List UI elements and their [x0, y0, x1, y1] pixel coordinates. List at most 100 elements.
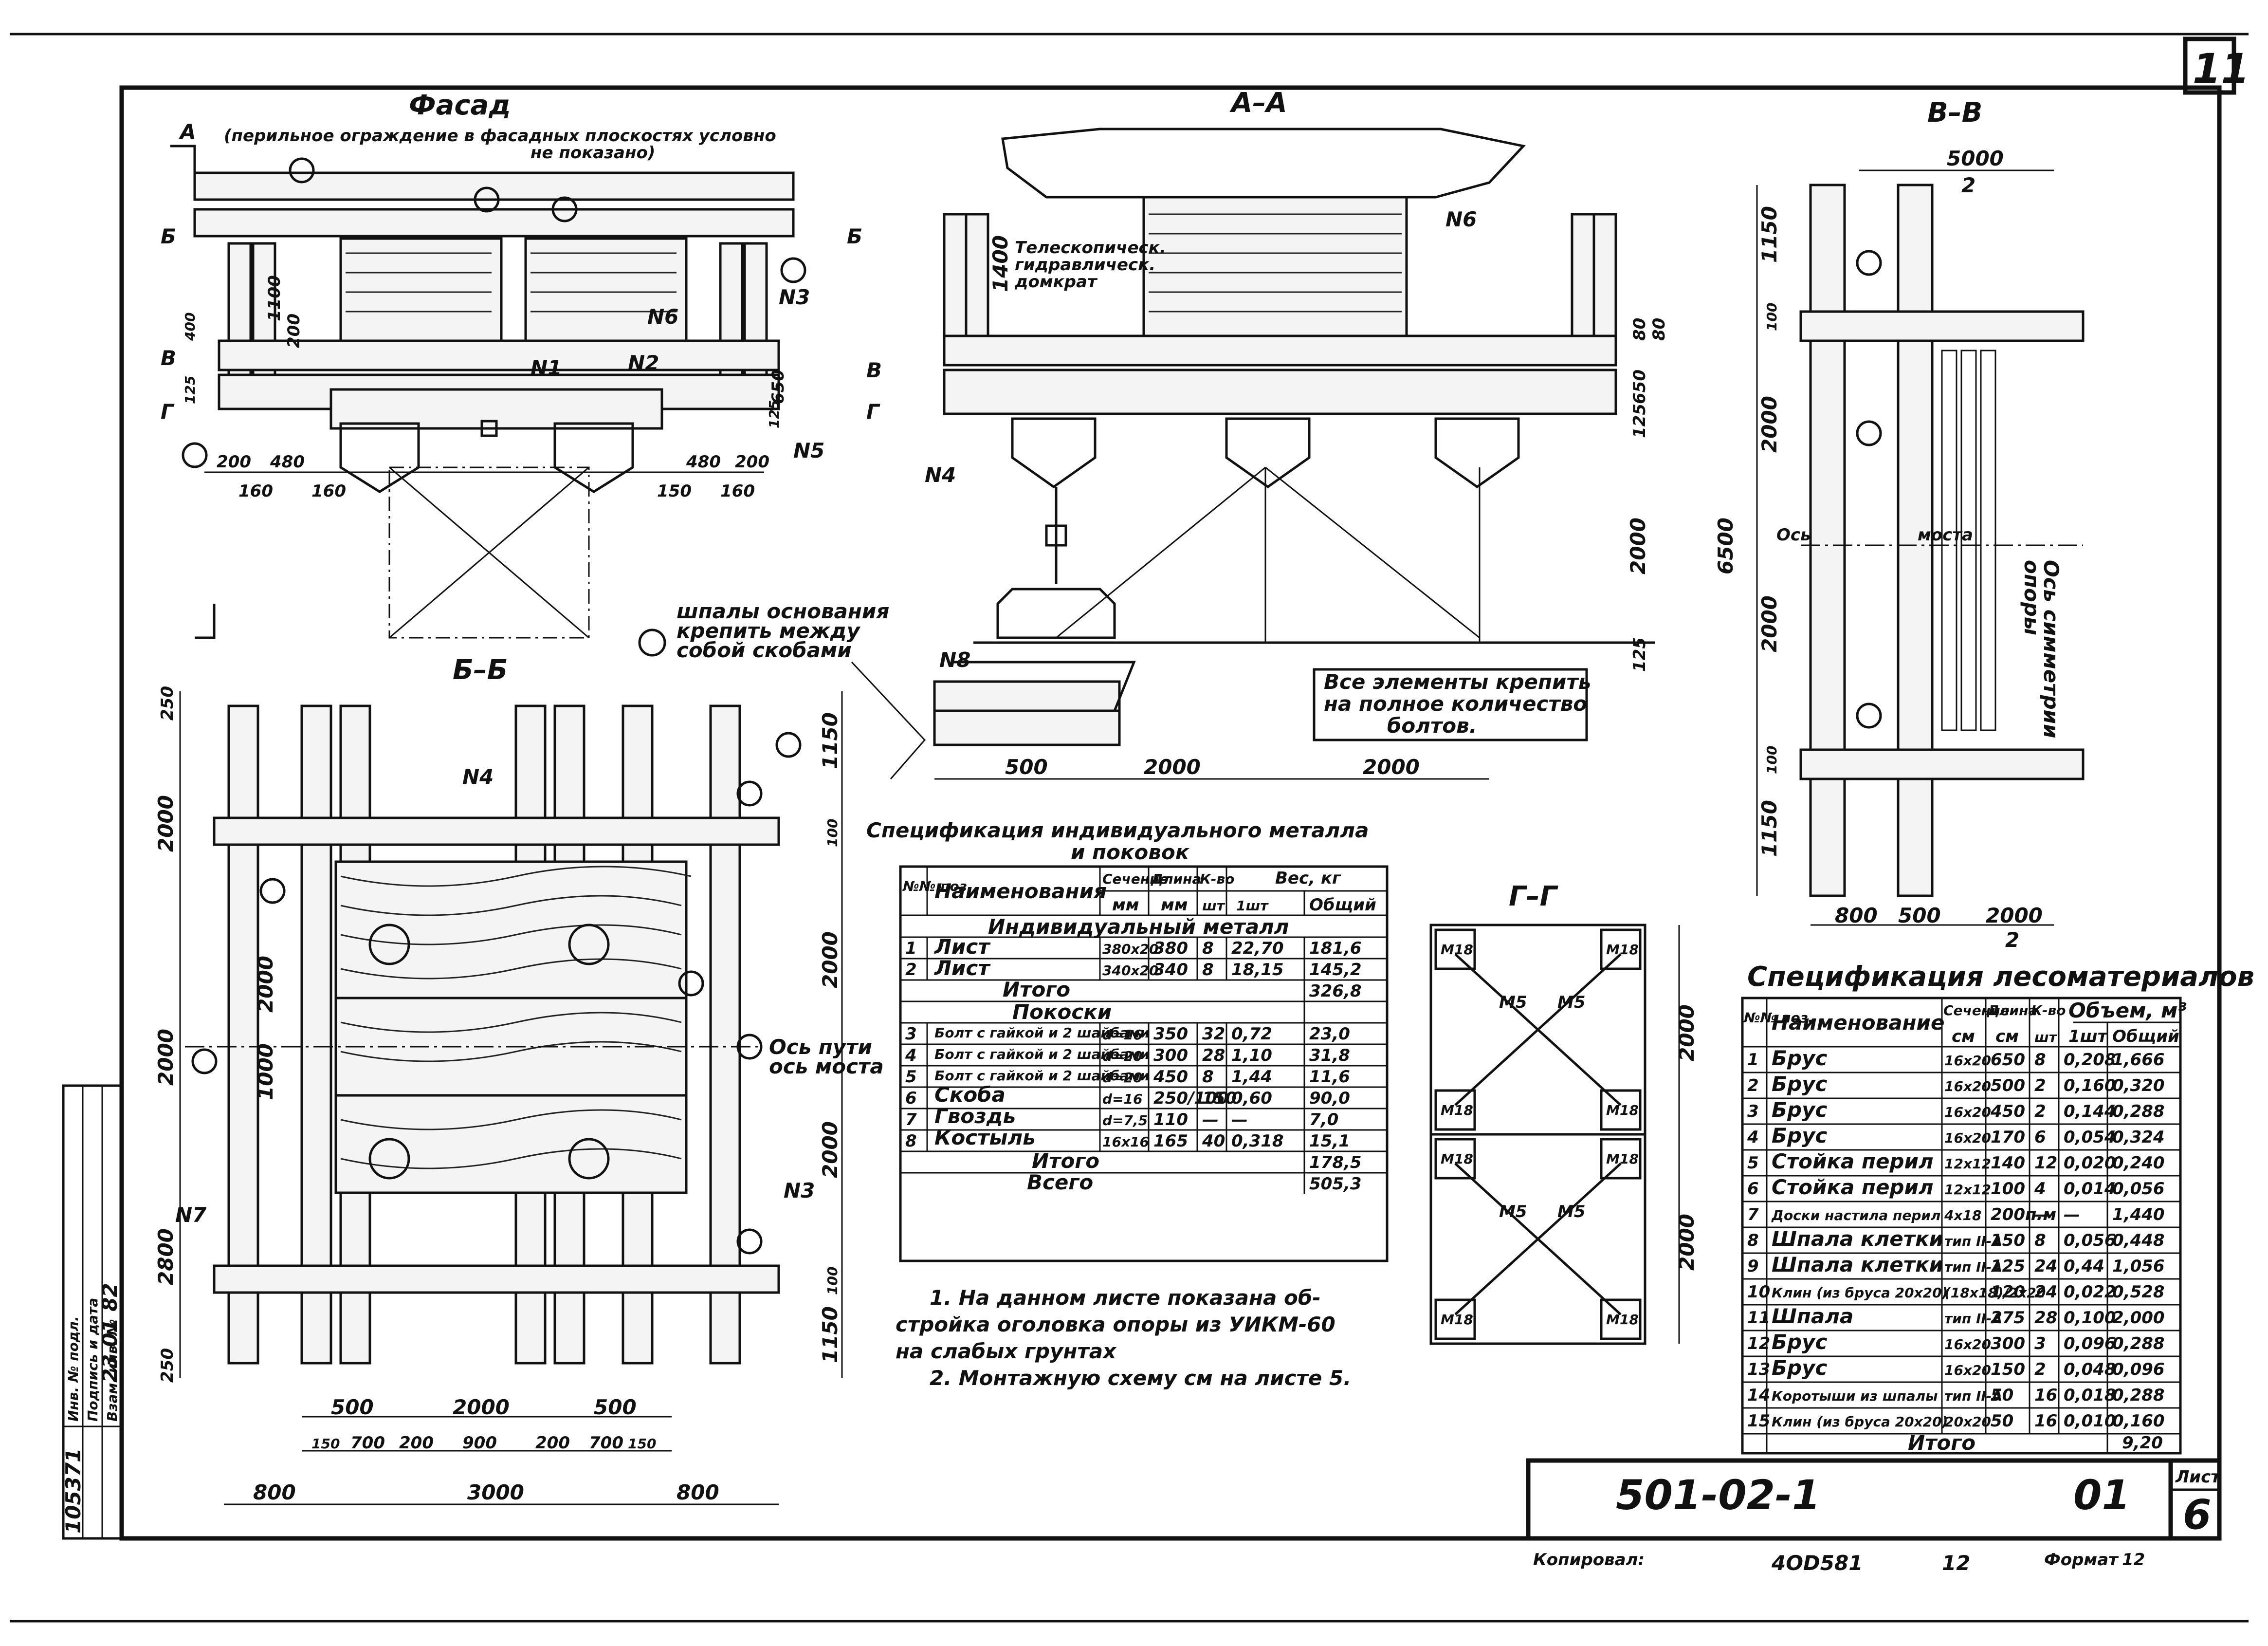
timber-row-section: 4х18	[1944, 1207, 1982, 1223]
cut-mark-g-right: Г	[866, 400, 880, 424]
aa-jack-label-3: домкрат	[1014, 272, 1098, 292]
gg-bolt-8: М18	[1606, 1312, 1639, 1328]
timber-row-length: 300	[1991, 1334, 2025, 1353]
side-stamp-inventory: 105371	[61, 1448, 85, 1534]
metal-row-section: d=20	[1102, 1070, 1142, 1086]
metal-h-weight-one: 1шт	[1236, 898, 1269, 914]
vv-axis-1: Ось симметрии	[2039, 560, 2063, 739]
vv-axis-word2: моста	[1918, 525, 1973, 545]
bb-dim-h-3: 500	[594, 1395, 637, 1419]
metal-total-label: Всего	[1027, 1170, 1093, 1194]
timber-row-qty: 16	[2034, 1386, 2057, 1405]
metal-row-pos: 1	[905, 939, 917, 958]
metal-row-qty: —	[1202, 1110, 1219, 1129]
timber-row-section: 12х12	[1944, 1182, 1991, 1198]
bb-dim-h-2: 2000	[453, 1395, 510, 1419]
timber-row-name: Стойка перил	[1772, 1175, 1934, 1199]
facade-node-n1: N1	[530, 356, 562, 380]
section-gg-view: Г–Г М18 М18 М18 М18 М18 М18 М18 М18 М5 М…	[1429, 881, 1699, 1345]
sheet-corner-number: 11	[2193, 45, 2250, 92]
aa-dim-2000-a: 2000	[1144, 755, 1201, 779]
metal-row-qty: 8	[1202, 1067, 1214, 1087]
timber-row-pos: 7	[1747, 1205, 1759, 1224]
metal-row-w1: 0,72	[1231, 1024, 1272, 1044]
timber-total-value: 9,20	[2122, 1433, 2163, 1453]
bb-dim-v-2: 2000	[154, 795, 178, 852]
timber-row-section: 16х20	[1944, 1053, 1991, 1069]
timber-h-qty-unit: шт	[2034, 1029, 2058, 1045]
format-label: Формат	[2044, 1550, 2119, 1570]
cut-mark-a: А	[179, 120, 196, 144]
vv-top-dim-den: 2	[1961, 173, 1975, 197]
timber-row-section: 16х20	[1944, 1078, 1991, 1094]
sheet-number: 6	[2183, 1491, 2211, 1538]
timber-row-vt: 0,288	[2112, 1386, 2165, 1405]
cut-mark-v-right: В	[866, 358, 882, 382]
timber-row-v1: 0,100	[2064, 1308, 2116, 1328]
timber-row-v1: 0,054	[2064, 1128, 2116, 1147]
aa-dim-80-a: 80	[1630, 318, 1649, 341]
vv-dim-v-7: 100	[1764, 746, 1780, 774]
metal-h-length-unit: мм	[1161, 895, 1188, 915]
timber-row-v1: 0,056	[2064, 1231, 2116, 1250]
timber-row-name: Доски настила перил	[1771, 1207, 1940, 1223]
vv-dim-v-1: 1150	[1757, 206, 1781, 263]
timber-row-length: 450	[1990, 1102, 2025, 1121]
copied-number: 4ОD581	[1771, 1551, 1863, 1575]
timber-row-vt: 2,000	[2112, 1308, 2165, 1328]
timber-row-length: 100	[1991, 1179, 2025, 1199]
timber-row-vt: 0,320	[2112, 1076, 2165, 1095]
aa-dim-500: 500	[1005, 755, 1048, 779]
timber-row-vt: 0,448	[2112, 1231, 2165, 1250]
timber-row-pos: 8	[1747, 1231, 1759, 1250]
facade-dim-7: 150	[657, 481, 692, 501]
timber-row-section: (18х18)/2х20	[1944, 1285, 2046, 1301]
facade-note-line1: (перильное ограждение в фасадных плоскос…	[224, 126, 776, 146]
metal-row-w1: 1,10	[1231, 1046, 1272, 1065]
timber-row-length: 200п.м	[1991, 1205, 2056, 1224]
timber-row-pos: 2	[1747, 1076, 1759, 1095]
bb-dim-v-12: 100	[824, 819, 841, 847]
facade-dim-9: 1100	[265, 275, 284, 321]
timber-row-vt: 0,096	[2112, 1360, 2165, 1379]
section-bb-title: Б–Б	[453, 654, 508, 686]
note-1-line3: на слабых грунтах	[896, 1339, 1117, 1363]
gg-rod-2: М5	[1557, 993, 1586, 1012]
timber-h-section-unit: см	[1952, 1027, 1975, 1046]
metal-row-pos: 6	[905, 1089, 917, 1108]
metal-row-qty: 8	[1202, 939, 1214, 958]
timber-row-name: Шпала клетки	[1772, 1227, 1943, 1251]
facade-dim-1: 200	[217, 452, 251, 472]
metal-row-length: 250/100	[1153, 1089, 1228, 1108]
gg-bolt-6: М18	[1606, 1151, 1639, 1167]
timber-row-v1: 0,144	[2064, 1102, 2116, 1121]
bb-dim-h-8: 200	[535, 1433, 570, 1453]
metal-subtotal-2-label: Итого	[1032, 1149, 1099, 1173]
metal-row-length: 300	[1153, 1046, 1188, 1065]
timber-row-v1: 0,018	[2064, 1386, 2116, 1405]
gg-rod-4: М5	[1557, 1202, 1586, 1221]
gg-rod-1: М5	[1499, 993, 1527, 1012]
gg-bolt-3: М18	[1441, 1102, 1473, 1118]
metal-total: 505,3	[1309, 1174, 1362, 1194]
timber-row-length: 50	[1991, 1411, 2013, 1431]
vv-dim-v-4: 2000	[1757, 595, 1781, 652]
vv-top-dim: 5000	[1947, 147, 2004, 170]
timber-row-name: Брус	[1772, 1330, 1827, 1354]
metal-row-section: d=16	[1102, 1027, 1142, 1043]
metal-row-qty: 40	[1202, 1131, 1225, 1151]
timber-row-name: Брус	[1772, 1046, 1827, 1070]
timber-row-v1: 0,022	[2064, 1282, 2116, 1302]
gg-bolt-1: М18	[1441, 942, 1473, 958]
aa-note-bolts-2: на полное количество	[1324, 692, 1587, 716]
timber-h-length: Длина	[1987, 1002, 2037, 1018]
facade-node-n3: N3	[779, 285, 810, 309]
timber-row-name: Клин (из бруса 20х20)	[1772, 1285, 1948, 1301]
cut-mark-b-right: Б	[847, 224, 862, 248]
timber-row-qty: 28	[2034, 1308, 2057, 1328]
timber-row-vt: 0,056	[2112, 1179, 2165, 1199]
aa-dim-2000-b: 2000	[1363, 755, 1420, 779]
title-block: 501-02-1 01 Лист 6 Копировал: 4ОD581 12 …	[1526, 1458, 2222, 1575]
bb-node-n4: N4	[462, 765, 494, 789]
aa-node-n6: N6	[1445, 207, 1477, 231]
